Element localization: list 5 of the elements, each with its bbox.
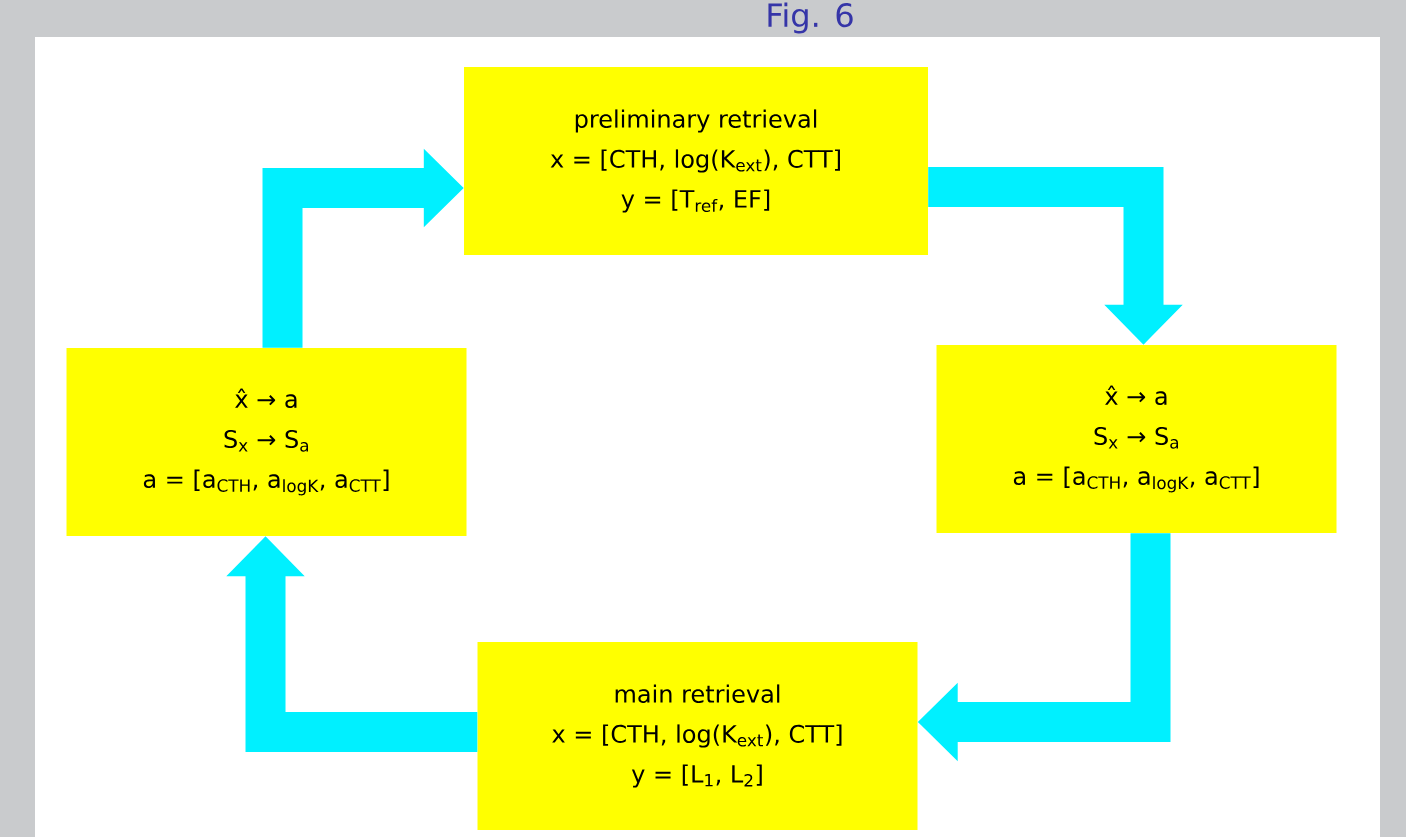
process-box: main retrieval x = [CTH, log(K$_{ext}$), CTT] y = [L$_{1}$, L$_{2}$] xyxy=(477,642,918,830)
process-box: x̂ → a S$_{x}$ → S$_{a}$ a = [a$_{CTH}$, a$_{logK}$, a$_{CTT}$] xyxy=(66,348,467,536)
process-box: x̂ → a S$_{x}$ → S$_{a}$ a = [a$_{CTH}$, a$_{logK}$, a$_{CTT}$] xyxy=(936,345,1337,533)
figure-title: Fig. 6 xyxy=(768,2,853,34)
process-box: preliminary retrieval x = [CTH, log(K$_{ext}$), CTT] y = [T$_{ref}$, EF] xyxy=(464,67,928,255)
